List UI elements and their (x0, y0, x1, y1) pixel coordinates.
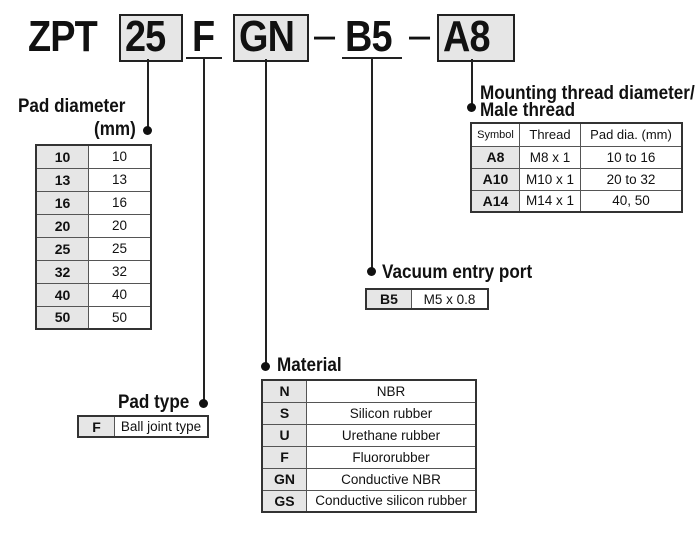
row-value: M14 x 1 (519, 189, 581, 213)
row-value: Fluororubber (306, 445, 477, 469)
row-value: NBR (306, 379, 477, 403)
row-value: 40, 50 (580, 189, 683, 213)
row-code: U (261, 423, 307, 447)
row-value: 10 to 16 (580, 145, 683, 169)
code-vacuum: B5 (345, 12, 393, 61)
leader-line (147, 59, 149, 130)
code-material: GN (239, 12, 295, 61)
vacuum-title: Vacuum entry port (382, 262, 533, 283)
row-code: 20 (35, 213, 89, 238)
header-pad-dia: Pad dia. (mm) (580, 122, 683, 147)
row-code: 32 (35, 259, 89, 284)
row-code: A10 (470, 167, 520, 191)
row-code: 40 (35, 282, 89, 307)
code-box-mounting (437, 14, 515, 62)
code-dash: – (409, 10, 430, 59)
code-prefix: ZPT (28, 12, 98, 61)
leader-line (265, 59, 267, 366)
row-code: 10 (35, 144, 89, 169)
row-code: 25 (35, 236, 89, 261)
row-value: 32 (88, 259, 152, 284)
code-pad-diameter: 25 (125, 12, 166, 61)
row-value: Conductive silicon rubber (306, 489, 477, 513)
header-thread: Thread (519, 122, 581, 147)
pad-diameter-unit: (mm) (94, 119, 136, 140)
row-value: 10 (88, 144, 152, 169)
row-value: 16 (88, 190, 152, 215)
row-code: 16 (35, 190, 89, 215)
row-code: F (261, 445, 307, 469)
leader-dot (367, 267, 376, 276)
code-box-material (233, 14, 309, 62)
row-value: M8 x 1 (519, 145, 581, 169)
row-code: GN (261, 467, 307, 491)
row-value: Urethane rubber (306, 423, 477, 447)
leader-dot (261, 362, 270, 371)
row-value: 50 (88, 305, 152, 330)
pad-diameter-title: Pad diameter (18, 96, 126, 117)
row-code: A14 (470, 189, 520, 213)
leader-dot (467, 103, 476, 112)
leader-line (471, 59, 473, 107)
code-pad-type: F (192, 12, 215, 61)
row-code: S (261, 401, 307, 425)
leader-dot (143, 126, 152, 135)
code-box-pad-diameter (119, 14, 183, 62)
row-value: 20 (88, 213, 152, 238)
pad-type-title: Pad type (118, 392, 190, 413)
row-value: M5 x 0.8 (411, 288, 489, 310)
mounting-title-2: Male thread (480, 100, 576, 121)
row-value: 40 (88, 282, 152, 307)
row-value: Ball joint type (114, 415, 209, 438)
mounting-title: Mounting thread diameter/ (480, 83, 695, 104)
row-value: Silicon rubber (306, 401, 477, 425)
row-value: 20 to 32 (580, 167, 683, 191)
row-code: F (77, 415, 115, 438)
code-dash: – (314, 10, 335, 59)
leader-dot (199, 399, 208, 408)
header-symbol: Symbol (470, 122, 520, 147)
row-value: 13 (88, 167, 152, 192)
row-value: M10 x 1 (519, 167, 581, 191)
leader-line (371, 58, 373, 271)
row-code: A8 (470, 145, 520, 169)
leader-line (203, 58, 205, 403)
row-code: 13 (35, 167, 89, 192)
row-code: 50 (35, 305, 89, 330)
row-code: GS (261, 489, 307, 513)
material-title: Material (277, 355, 342, 376)
row-code: N (261, 379, 307, 403)
code-mounting: A8 (443, 12, 491, 61)
row-value: Conductive NBR (306, 467, 477, 491)
row-code: B5 (365, 288, 412, 310)
row-value: 25 (88, 236, 152, 261)
